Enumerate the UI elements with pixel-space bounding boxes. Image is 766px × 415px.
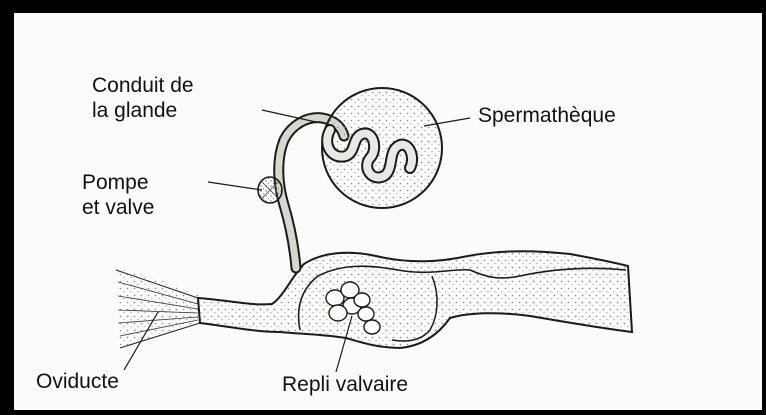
label-pompe-line1: Pompe xyxy=(82,170,154,195)
label-pompe-et-valve: Pompe et valve xyxy=(82,170,154,220)
oviduct-fringe xyxy=(116,268,200,348)
leader-pompe xyxy=(208,182,262,190)
label-conduit-de-la-glande: Conduit de la glande xyxy=(92,73,194,123)
spermatheca xyxy=(322,88,442,208)
label-repli-valvaire: Repli valvaire xyxy=(282,372,408,397)
genital-tract xyxy=(198,251,632,348)
label-oviducte: Oviducte xyxy=(36,369,119,394)
label-conduit-line2: la glande xyxy=(92,98,194,123)
label-conduit-line1: Conduit de xyxy=(92,73,194,98)
label-pompe-line2: et valve xyxy=(82,195,154,220)
label-spermatheque: Spermathèque xyxy=(478,103,616,128)
